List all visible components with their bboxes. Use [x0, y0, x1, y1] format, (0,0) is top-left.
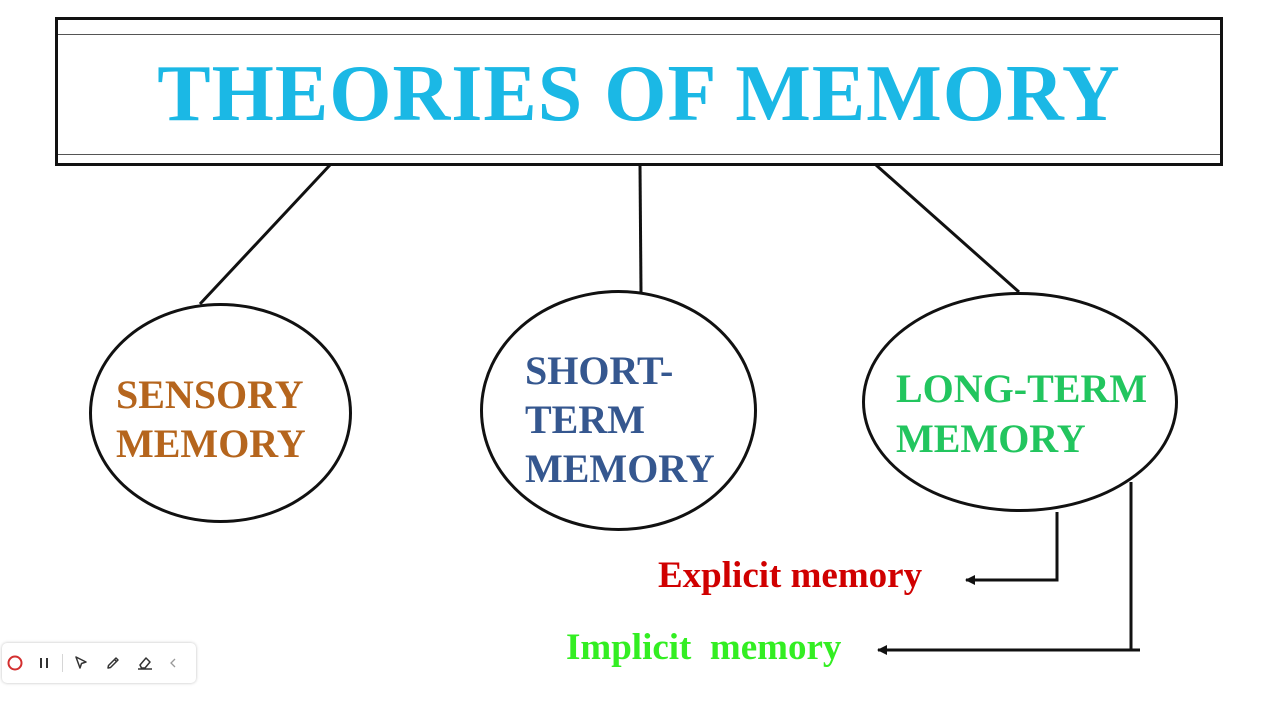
connector-title-to-short-term: [638, 164, 643, 293]
explicit-memory-label: Explicit memory: [658, 555, 923, 596]
collapse-chevron-icon: [170, 658, 176, 668]
long-term-memory-label-line-2: MEMORY: [896, 416, 1086, 461]
annotation-toolbar: [2, 643, 196, 683]
pause-button[interactable]: [28, 647, 60, 679]
long-term-memory-label-line-1: LONG-TERM: [896, 366, 1148, 411]
sensory-memory-node: [89, 303, 352, 523]
sensory-memory-label-line-1: SENSORY: [116, 372, 304, 417]
eraser-icon: [138, 657, 152, 670]
cursor-tool-button[interactable]: [65, 647, 97, 679]
cursor-icon: [75, 656, 87, 669]
pen-tool-button[interactable]: [97, 647, 129, 679]
sensory-memory-label: SENSORY MEMORY: [116, 370, 306, 468]
short-term-memory-label-line-3: MEMORY: [525, 446, 715, 491]
connector-title-to-long-term: [875, 163, 1020, 294]
record-icon: [7, 655, 23, 671]
short-term-memory-node: [480, 290, 757, 531]
collapse-toolbar-button[interactable]: [161, 647, 185, 679]
sensory-memory-label-line-2: MEMORY: [116, 421, 306, 466]
connector-long-term-to-implicit: [877, 482, 1140, 655]
record-button[interactable]: [2, 647, 28, 679]
pen-icon: [107, 657, 119, 669]
title-box-bottom-rule: [58, 154, 1220, 155]
toolbar-divider: [62, 654, 63, 672]
eraser-tool-button[interactable]: [129, 647, 161, 679]
short-term-memory-label: SHORT- TERM MEMORY: [525, 346, 715, 493]
title-box: THEORIES OF MEMORY: [55, 17, 1223, 166]
short-term-memory-label-line-1: SHORT-: [525, 348, 674, 393]
diagram-title: THEORIES OF MEMORY: [157, 50, 1121, 138]
pause-icon: [40, 658, 48, 668]
implicit-memory-label: Implicit memory: [566, 627, 842, 668]
short-term-memory-label-line-2: TERM: [525, 397, 645, 442]
long-term-memory-label: LONG-TERM MEMORY: [896, 364, 1147, 464]
title-box-top-rule: [58, 34, 1220, 35]
connector-long-term-to-explicit: [965, 512, 1059, 585]
connector-title-to-sensory: [198, 163, 332, 306]
long-term-memory-node: [862, 292, 1178, 512]
